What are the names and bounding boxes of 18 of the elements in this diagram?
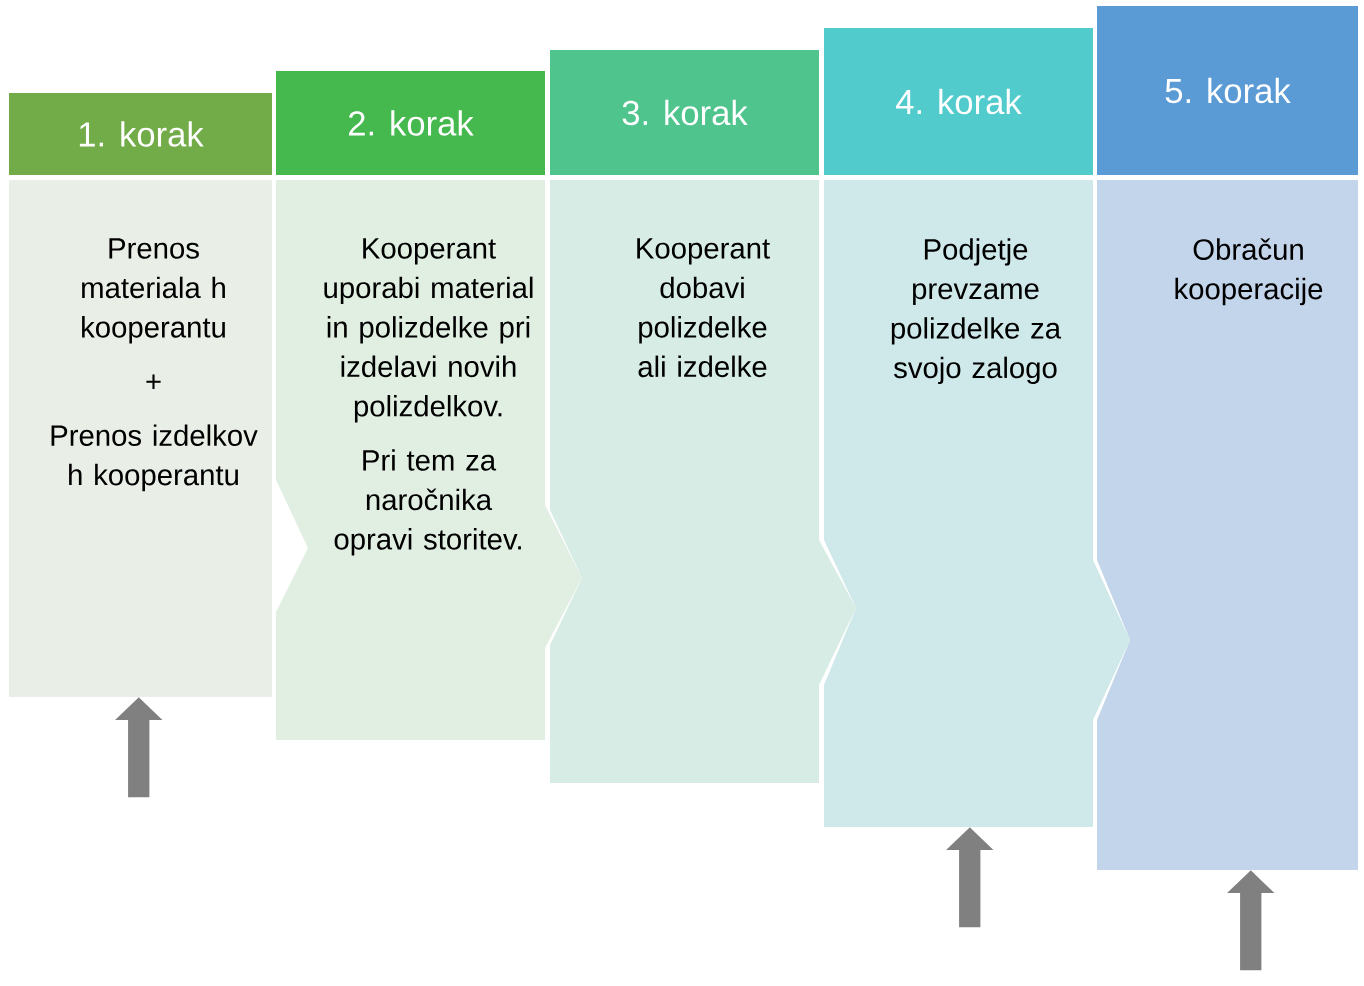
step-text: Prenos materiala h kooperantu <box>82 238 225 344</box>
step-text: Kooperant uporabi material in polizdelke pri izdelavi novih polizdelkov. <box>324 238 533 423</box>
step-header: 5. korak <box>1097 6 1358 175</box>
step-header: 2. korak <box>276 71 545 175</box>
step-panel <box>9 180 272 697</box>
step-text: Pri tem za naročnika opravi storitev. <box>334 449 521 556</box>
step-panel <box>824 180 1130 827</box>
step-text: Kooperant dobavi polizdelke ali izdelke <box>637 238 770 378</box>
step-header: 4. korak <box>824 28 1093 175</box>
step-text: Prenos izdelkov h kooperantu <box>51 424 258 492</box>
step-header: 1. korak <box>9 93 272 175</box>
step-text: + <box>146 374 161 389</box>
step-panel <box>276 180 582 740</box>
step-panel <box>550 180 856 783</box>
step-panel <box>1097 180 1358 870</box>
step-header: 3. korak <box>550 50 819 175</box>
step-text: Obračun kooperacije <box>1175 238 1323 306</box>
step-text: Podjetje prevzame polizdelke za svojo zalogo <box>891 238 1062 384</box>
